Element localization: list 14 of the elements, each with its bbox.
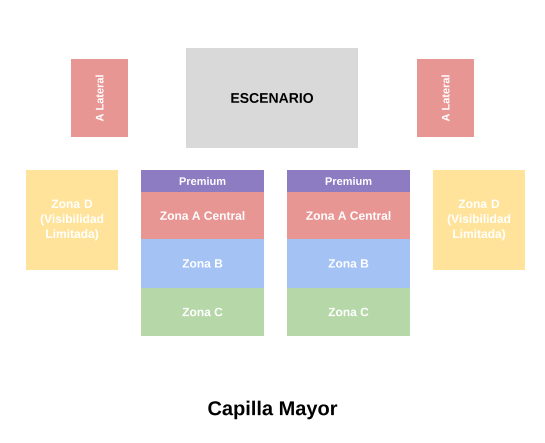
seating-section: Zona D (Visibilidad Limitada): [26, 170, 118, 270]
seating-section: Zona B: [141, 238, 264, 288]
seating-section: Zona C: [287, 288, 410, 336]
seating-section: Premium: [141, 170, 264, 192]
seating-section: Zona A Central: [141, 192, 264, 239]
lateral-section: A Lateral: [71, 59, 128, 137]
seating-section: Zona B: [287, 238, 410, 288]
lateral-section: A Lateral: [417, 59, 474, 137]
seating-section: Zona D (Visibilidad Limitada): [433, 170, 525, 270]
seating-section: Zona A Central: [287, 192, 410, 239]
stage-block: ESCENARIO: [186, 48, 358, 148]
title: Capilla Mayor: [208, 400, 338, 420]
seating-section: Premium: [287, 170, 410, 192]
seating-section: Zona C: [141, 288, 264, 336]
